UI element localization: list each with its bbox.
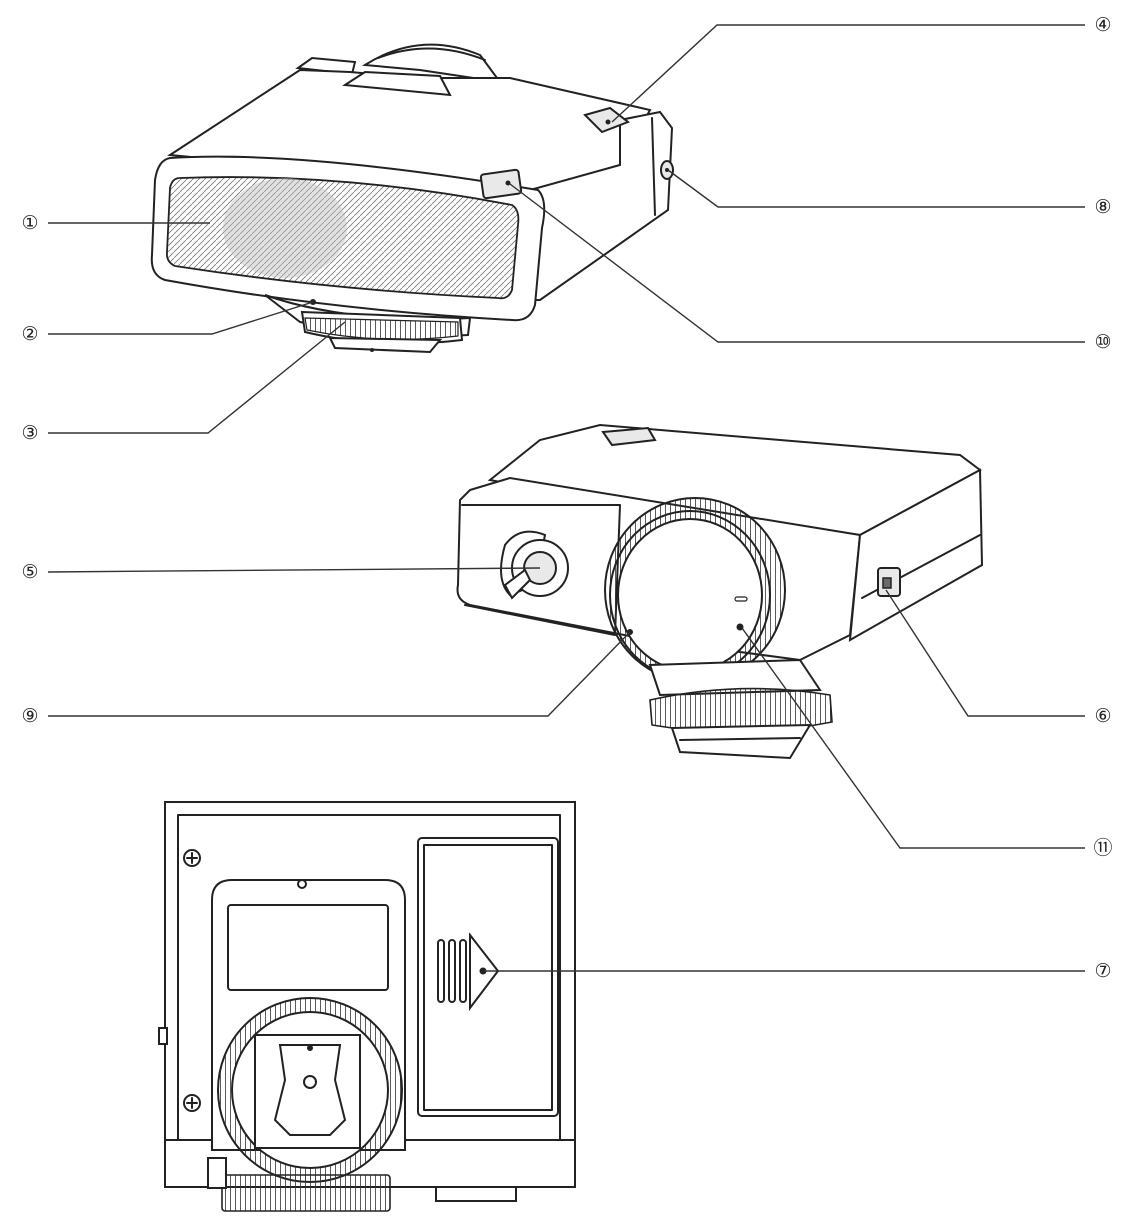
screw-top-left	[183, 849, 201, 867]
leader-4	[611, 24, 1085, 123]
leader-3	[48, 321, 346, 434]
screw-bottom-left	[183, 1094, 201, 1112]
side-notch	[158, 1027, 168, 1045]
dial-face	[617, 518, 763, 672]
rear-angled-view	[456, 423, 984, 760]
button-10	[479, 168, 523, 200]
callout-10-label: ⑩	[1094, 331, 1111, 353]
hot-shoe-contact	[273, 1044, 347, 1136]
battery-door-inner	[423, 844, 553, 1111]
foot-top-hole	[297, 879, 307, 889]
leader-9	[48, 631, 631, 717]
callout-3-label: ③	[21, 422, 38, 444]
rear-collar	[648, 658, 822, 697]
front-top-view	[150, 43, 674, 354]
bottom-tab-right	[435, 1186, 517, 1202]
hot-shoe-foot	[328, 336, 443, 354]
switch-6-knob	[882, 577, 892, 589]
callout-3: ③	[21, 422, 38, 444]
callout-8: ⑧	[1094, 196, 1111, 218]
hot-shoe-pin-center	[303, 1075, 317, 1089]
power-switch-lever	[503, 568, 532, 600]
leader-6	[885, 589, 1085, 717]
leader-11	[741, 627, 1085, 849]
callout-1-label: ①	[21, 212, 38, 234]
callout-6-label: ⑥	[1094, 705, 1111, 727]
leader-2	[48, 301, 314, 335]
side-port-dot	[665, 168, 669, 172]
callout-5: ⑤	[21, 561, 38, 583]
side-body	[529, 110, 674, 301]
callout-7-label: ⑦	[1094, 960, 1111, 982]
callout-4-label: ④	[1094, 14, 1111, 36]
callout-4: ④	[1094, 14, 1111, 36]
fresnel-center	[223, 178, 347, 278]
flash-window	[166, 176, 520, 300]
callout-11-label: ⑪	[1093, 837, 1112, 859]
callout-7: ⑦	[1094, 960, 1111, 982]
callout-9: ⑨	[21, 705, 38, 727]
callout-8-label: ⑧	[1094, 196, 1111, 218]
callout-2: ②	[21, 323, 38, 345]
top-plate	[342, 70, 452, 97]
callout-9-label: ⑨	[21, 705, 38, 727]
leader-10	[509, 183, 1085, 343]
leader-8	[667, 169, 1085, 208]
rear-hot-shoe-edge	[679, 737, 801, 741]
leader-5	[47, 567, 541, 573]
hot-shoe-pin-top	[307, 1045, 313, 1051]
rear-side	[848, 468, 984, 642]
callout-1: ①	[21, 212, 38, 234]
side-edge	[651, 117, 656, 216]
top-knurl	[377, 47, 486, 61]
rear-top-vent	[601, 426, 657, 447]
bottom-view	[158, 801, 576, 1212]
rear-hot-shoe	[670, 723, 812, 760]
leader-lines	[47, 24, 1085, 972]
callout-6: ⑥	[1094, 705, 1111, 727]
callout-11: ⑪	[1093, 837, 1112, 859]
callout-10: ⑩	[1094, 331, 1111, 353]
button-10-dot	[505, 180, 511, 186]
dial-marker	[734, 596, 748, 602]
button-4-dot	[605, 119, 611, 125]
foot-window	[227, 904, 389, 991]
callouts: ① ② ③ ④ ⑤ ⑥ ⑦ ⑧ ⑨ ⑩ ⑪	[21, 14, 1112, 982]
callout-5-label: ⑤	[21, 561, 38, 583]
bottom-lock-knurl	[221, 1174, 391, 1212]
foot-pin	[370, 348, 374, 352]
callout-2-label: ②	[21, 323, 38, 345]
bottom-tab-left	[207, 1157, 227, 1189]
